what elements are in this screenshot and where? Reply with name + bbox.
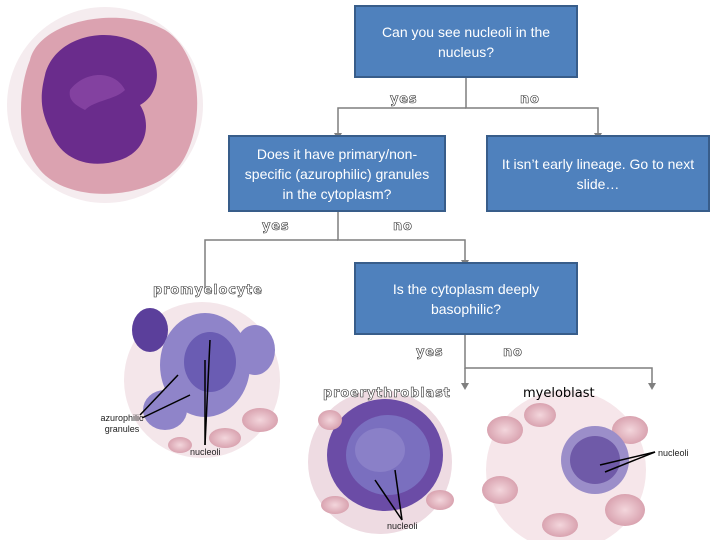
question-box-basophilic: Is the cytoplasm deeply basophilic?	[354, 262, 578, 335]
proerythroblast-image	[308, 390, 454, 534]
branch-label-q2-no: no	[393, 219, 413, 235]
myeloblast-image	[482, 390, 648, 540]
question-box-nucleoli: Can you see nucleoli in the nucleus?	[354, 5, 578, 78]
top-cell-image	[7, 7, 203, 203]
question-nucleoli-text: Can you see nucleoli in the nucleus?	[381, 23, 551, 60]
result-box-not-early: It isn’t early lineage. Go to next slide…	[486, 135, 710, 212]
annotation-nucleoli-promyelocyte: nucleoli	[190, 447, 221, 457]
connectors	[204, 78, 653, 385]
annotation-nucleoli-myeloblast: nucleoli	[658, 448, 689, 458]
annotation-nucleoli-proerythroblast: nucleoli	[387, 521, 418, 531]
branch-label-q3-no: no	[503, 345, 523, 361]
branch-label-q1-yes: yes	[390, 92, 418, 108]
label-promyelocyte: promyelocyte	[153, 283, 263, 299]
label-proerythroblast: proerythroblast	[323, 386, 451, 402]
question-box-granules: Does it have primary/non-specific (azuro…	[228, 135, 446, 212]
annotation-azurophilic-granules: azurophilic granules	[100, 413, 144, 434]
question-basophilic-text: Is the cytoplasm deeply basophilic?	[392, 280, 540, 317]
branch-label-q2-yes: yes	[262, 219, 290, 235]
annotation-pointers	[139, 339, 656, 521]
branch-label-q3-yes: yes	[416, 345, 444, 361]
question-granules-text: Does it have primary/non-specific (azuro…	[244, 145, 430, 202]
promyelocyte-image	[124, 302, 280, 458]
label-myeloblast: myeloblast	[523, 386, 595, 401]
branch-label-q1-no: no	[520, 92, 540, 108]
result-not-early-text: It isn’t early lineage. Go to next slide…	[501, 155, 695, 192]
